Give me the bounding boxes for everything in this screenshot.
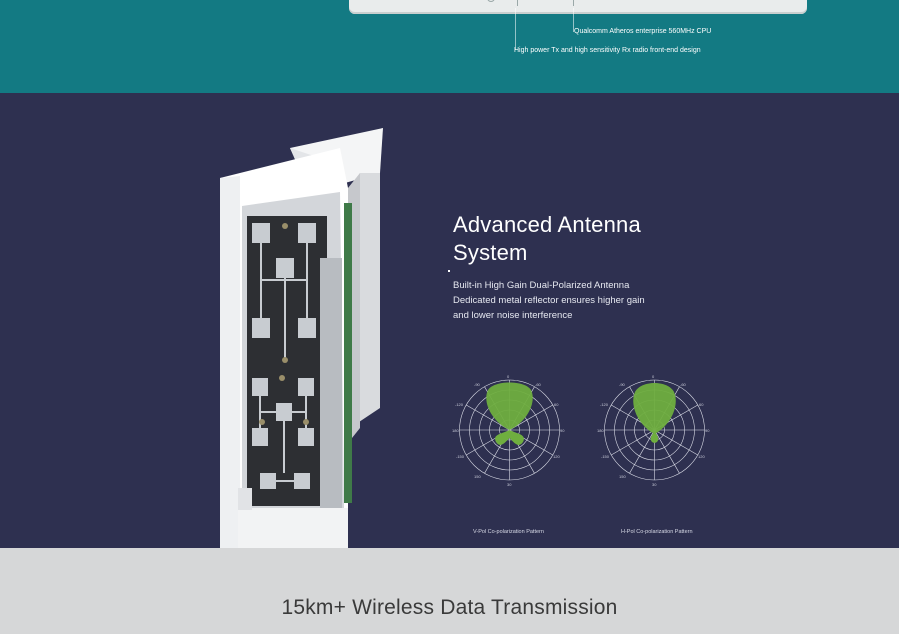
board-tick xyxy=(517,0,518,6)
callout-line-radio xyxy=(515,8,516,50)
description-line: Dedicated metal reflector ensures higher… xyxy=(453,295,645,306)
feature-title-line-1: Advanced Antenna xyxy=(453,212,641,237)
angle-label: -60 xyxy=(680,382,687,387)
v-pol-caption: V-Pol Co-polarization Pattern xyxy=(473,529,544,535)
description-line: and lower noise interference xyxy=(453,310,573,321)
angle-label: -150 xyxy=(456,454,465,459)
angle-label: -60 xyxy=(535,382,542,387)
feature-title: Advanced Antenna System xyxy=(453,211,641,267)
transmission-title: 15km+ Wireless Data Transmission xyxy=(281,596,618,619)
h-pol-caption: H-Pol Co-polarization Pattern xyxy=(621,529,693,535)
angle-label: 150 xyxy=(474,474,481,479)
bullet-dot xyxy=(448,270,450,272)
angle-label: 60 xyxy=(554,402,559,407)
angle-label: 120 xyxy=(553,454,560,459)
angle-label: 0 xyxy=(652,374,655,379)
h-pol-pattern-chart: 0 -90 -60 -120 60 180 90 -150 120 150 30 xyxy=(597,374,710,487)
callout-line-cpu xyxy=(573,8,574,32)
callout-radio: High power Tx and high sensitivity Rx ra… xyxy=(514,47,701,54)
angle-label: 30 xyxy=(652,482,657,487)
angle-label: 90 xyxy=(705,428,710,433)
angle-label: 0 xyxy=(507,374,510,379)
angle-label: 120 xyxy=(698,454,705,459)
angle-label: 30 xyxy=(507,482,512,487)
device-board-edge xyxy=(349,0,807,14)
angle-label: -120 xyxy=(455,402,464,407)
angle-label: 180 xyxy=(597,428,604,433)
feature-description: Built-in High Gain Dual-Polarized Antenn… xyxy=(453,278,645,323)
angle-label: -90 xyxy=(619,382,626,387)
angle-label: -120 xyxy=(600,402,609,407)
hardware-section-band: Qualcomm Atheros enterprise 560MHz CPU H… xyxy=(0,0,899,93)
angle-label: 90 xyxy=(560,428,565,433)
antenna-section xyxy=(0,93,899,548)
transmission-section xyxy=(0,548,899,634)
angle-label: 150 xyxy=(619,474,626,479)
feature-title-line-2: System xyxy=(453,240,528,265)
v-pol-pattern-chart: 0 -90 -60 -120 60 180 90 -150 120 150 30 xyxy=(452,374,565,487)
angle-label: 60 xyxy=(699,402,704,407)
board-screw xyxy=(487,0,495,2)
antenna-device-image xyxy=(220,128,383,548)
angle-label: -150 xyxy=(601,454,610,459)
description-line: Built-in High Gain Dual-Polarized Antenn… xyxy=(453,280,630,291)
angle-label: -90 xyxy=(474,382,481,387)
callout-cpu: Qualcomm Atheros enterprise 560MHz CPU xyxy=(574,28,712,35)
angle-label: 180 xyxy=(452,428,459,433)
board-tick xyxy=(573,0,574,6)
